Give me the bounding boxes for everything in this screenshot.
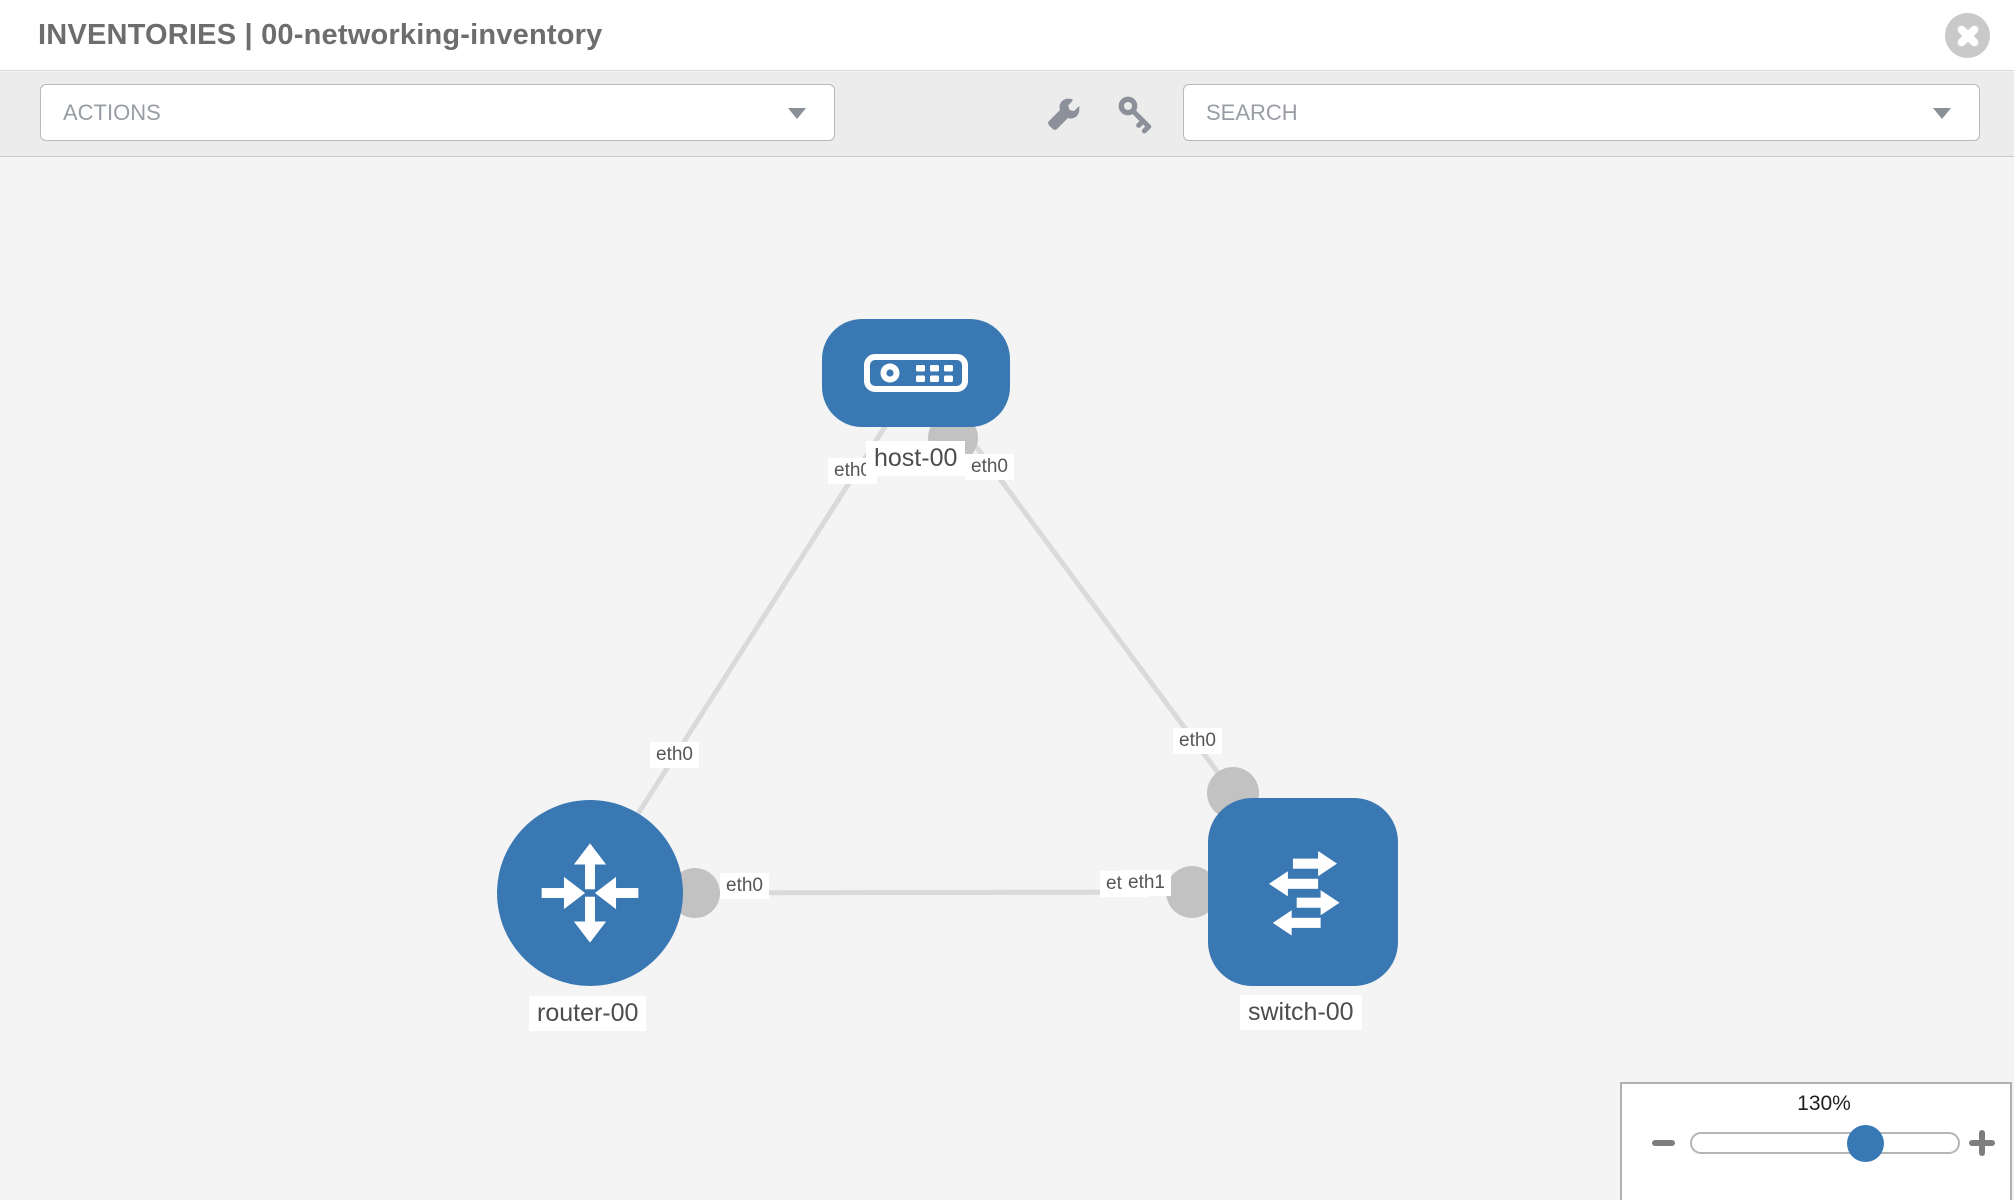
device-label-router: router-00: [529, 996, 647, 1031]
link-host-router[interactable]: [603, 423, 889, 866]
interface-label-router-to-host: eth0: [650, 742, 699, 768]
tools-button[interactable]: [1044, 94, 1084, 134]
wrench-icon: [1048, 98, 1081, 130]
zoom-slider-thumb[interactable]: [1847, 1125, 1884, 1162]
close-icon: [1945, 13, 1990, 58]
zoom-slider[interactable]: [1690, 1132, 1960, 1154]
actions-dropdown-label: ACTIONS: [63, 100, 161, 125]
zoom-out-icon[interactable]: [1652, 1140, 1675, 1146]
links-layer: [603, 413, 1259, 918]
interface-port-router[interactable]: [670, 868, 720, 918]
interface-port-switch-left[interactable]: [1166, 866, 1218, 918]
node-router-00[interactable]: [497, 800, 683, 986]
zoom-in-icon[interactable]: [1969, 1130, 1995, 1156]
interface-label-switch-to-router: eth1: [1122, 870, 1171, 896]
zoom-panel: 130%: [1620, 1082, 2012, 1200]
chevron-down-icon: [1933, 107, 1951, 119]
host-icon: [864, 354, 968, 392]
toolbar: ACTIONS SEARCH: [0, 72, 2014, 157]
search-dropdown-label: SEARCH: [1206, 100, 1298, 125]
zoom-value: 130%: [1797, 1092, 1851, 1115]
close-button[interactable]: [1945, 13, 1990, 58]
key-credentials-button[interactable]: [1116, 94, 1156, 134]
header: INVENTORIES | 00-networking-inventory: [0, 0, 2014, 71]
chevron-down-icon: [788, 107, 806, 119]
actions-dropdown[interactable]: ACTIONS: [40, 84, 835, 141]
interface-label-host-to-switch: eth0: [965, 454, 1014, 480]
page-title: INVENTORIES | 00-networking-inventory: [38, 19, 603, 51]
key-icon: [1118, 96, 1152, 134]
topology-canvas[interactable]: host-00 router-00 switch-00 eth0 eth0 et…: [0, 158, 2014, 1200]
router-icon: [541, 843, 639, 943]
search-dropdown[interactable]: SEARCH: [1183, 84, 1980, 141]
node-switch-00[interactable]: [1208, 798, 1398, 986]
device-label-switch: switch-00: [1240, 995, 1362, 1030]
device-label-host: host-00: [866, 441, 966, 476]
node-host-00[interactable]: [822, 319, 1010, 427]
interface-label-switch-to-host: eth0: [1173, 728, 1222, 754]
switch-icon: [1268, 851, 1340, 936]
interface-label-router-to-switch: eth0: [720, 873, 769, 899]
